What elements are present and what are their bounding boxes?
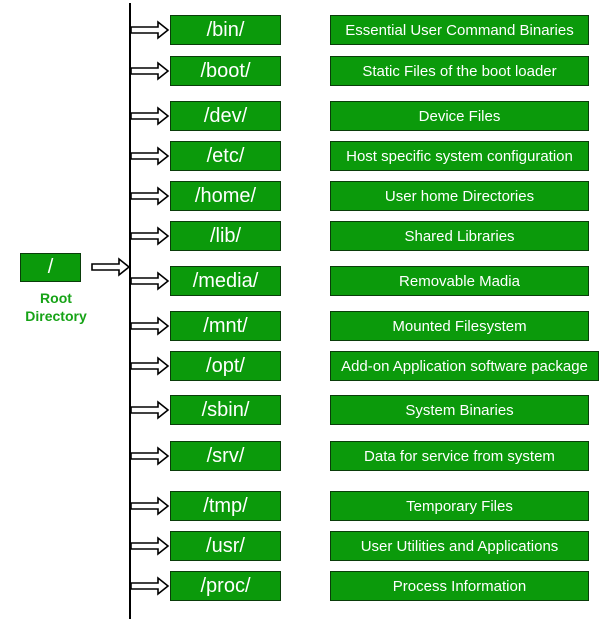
desc-box-home: User home Directories bbox=[330, 181, 589, 211]
root-directory-box: / bbox=[20, 253, 81, 282]
desc-box-bin: Essential User Command Binaries bbox=[330, 15, 589, 45]
dir-box-proc: /proc/ bbox=[170, 571, 281, 601]
root-directory-label: Root Directory bbox=[10, 289, 102, 325]
desc-box-srv: Data for service from system bbox=[330, 441, 589, 471]
dir-box-mnt: /mnt/ bbox=[170, 311, 281, 341]
desc-label: Static Files of the boot loader bbox=[362, 62, 557, 80]
dir-box-tmp: /tmp/ bbox=[170, 491, 281, 521]
desc-label: Essential User Command Binaries bbox=[345, 21, 574, 39]
branch-arrow-8 bbox=[130, 356, 170, 376]
branch-arrow-13 bbox=[130, 576, 170, 596]
desc-box-proc: Process Information bbox=[330, 571, 589, 601]
desc-box-lib: Shared Libraries bbox=[330, 221, 589, 251]
dir-box-etc: /etc/ bbox=[170, 141, 281, 171]
desc-label: Removable Madia bbox=[399, 272, 520, 290]
dir-label: /etc/ bbox=[206, 144, 245, 167]
branch-arrow-0 bbox=[130, 20, 170, 40]
dir-box-home: /home/ bbox=[170, 181, 281, 211]
branch-arrow-6 bbox=[130, 271, 170, 291]
dir-label: /usr/ bbox=[206, 534, 245, 557]
branch-arrow-9 bbox=[130, 400, 170, 420]
root-label-line2: Directory bbox=[25, 308, 87, 324]
dir-box-bin: /bin/ bbox=[170, 15, 281, 45]
dir-box-usr: /usr/ bbox=[170, 531, 281, 561]
desc-box-etc: Host specific system configuration bbox=[330, 141, 589, 171]
branch-arrow-3 bbox=[130, 146, 170, 166]
dir-box-dev: /dev/ bbox=[170, 101, 281, 131]
branch-arrow-2 bbox=[130, 106, 170, 126]
desc-label: User home Directories bbox=[384, 187, 535, 205]
dir-label: /boot/ bbox=[200, 59, 251, 82]
branch-arrow-11 bbox=[130, 496, 170, 516]
desc-label: Process Information bbox=[392, 577, 527, 595]
desc-label: System Binaries bbox=[405, 401, 514, 419]
dir-box-lib: /lib/ bbox=[170, 221, 281, 251]
desc-box-boot: Static Files of the boot loader bbox=[330, 56, 589, 86]
dir-box-sbin: /sbin/ bbox=[170, 395, 281, 425]
dir-label: /srv/ bbox=[206, 444, 245, 467]
dir-box-media: /media/ bbox=[170, 266, 281, 296]
desc-label: Data for service from system bbox=[364, 447, 555, 465]
desc-box-sbin: System Binaries bbox=[330, 395, 589, 425]
desc-box-opt: Add-on Application software package bbox=[330, 351, 599, 381]
dir-box-opt: /opt/ bbox=[170, 351, 281, 381]
root-label-line1: Root bbox=[40, 290, 72, 306]
branch-arrow-1 bbox=[130, 61, 170, 81]
desc-label: User Utilities and Applications bbox=[360, 537, 559, 555]
desc-label: Mounted Filesystem bbox=[392, 317, 527, 335]
desc-box-dev: Device Files bbox=[330, 101, 589, 131]
branch-arrow-7 bbox=[130, 316, 170, 336]
dir-label: /mnt/ bbox=[203, 314, 248, 337]
dir-label: /opt/ bbox=[206, 354, 245, 377]
root-symbol: / bbox=[47, 256, 54, 278]
desc-box-tmp: Temporary Files bbox=[330, 491, 589, 521]
desc-box-media: Removable Madia bbox=[330, 266, 589, 296]
desc-label: Temporary Files bbox=[406, 497, 513, 515]
desc-box-mnt: Mounted Filesystem bbox=[330, 311, 589, 341]
dir-box-boot: /boot/ bbox=[170, 56, 281, 86]
dir-label: /tmp/ bbox=[203, 494, 248, 517]
desc-box-usr: User Utilities and Applications bbox=[330, 531, 589, 561]
desc-label: Device Files bbox=[418, 107, 501, 125]
dir-label: /sbin/ bbox=[201, 398, 250, 421]
desc-label: Shared Libraries bbox=[404, 227, 515, 245]
dir-box-srv: /srv/ bbox=[170, 441, 281, 471]
desc-label: Host specific system configuration bbox=[346, 147, 573, 165]
dir-label: /bin/ bbox=[206, 18, 245, 41]
dir-label: /media/ bbox=[192, 269, 259, 292]
dir-label: /dev/ bbox=[203, 104, 248, 127]
branch-arrow-5 bbox=[130, 226, 170, 246]
branch-arrow-10 bbox=[130, 446, 170, 466]
desc-label: Add-on Application software package bbox=[341, 357, 588, 375]
dir-label: /home/ bbox=[194, 184, 257, 207]
branch-arrow-4 bbox=[130, 186, 170, 206]
root-arrow bbox=[91, 257, 131, 277]
dir-label: /lib/ bbox=[209, 224, 242, 247]
branch-arrow-12 bbox=[130, 536, 170, 556]
dir-label: /proc/ bbox=[200, 574, 251, 597]
